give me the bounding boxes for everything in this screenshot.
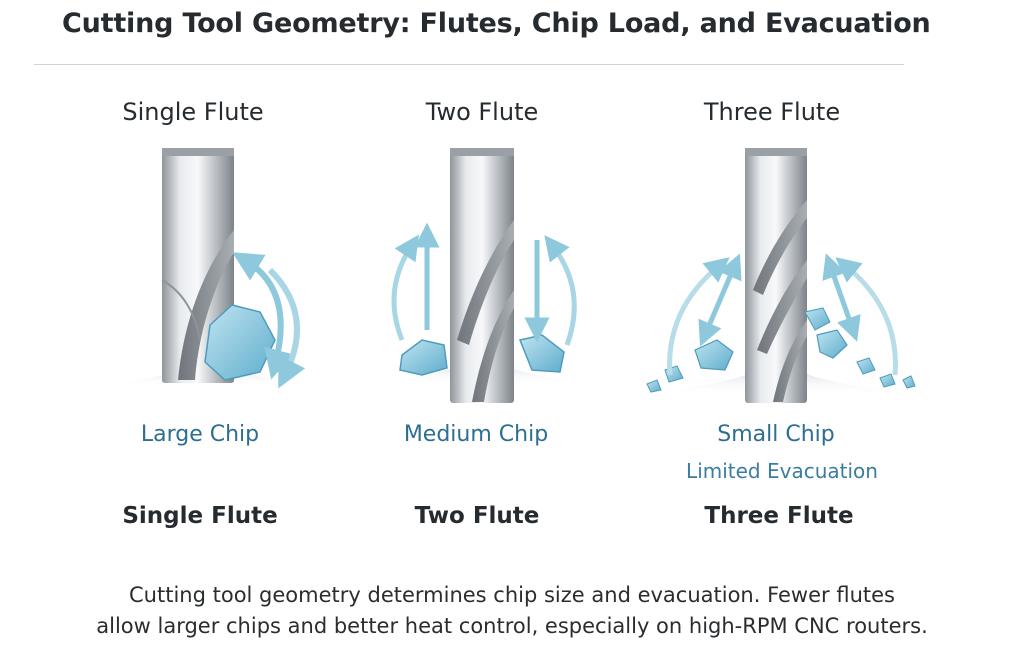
evacuation-arrow (698, 253, 742, 347)
small-chip (902, 375, 916, 389)
three-flute-illustration (645, 148, 916, 403)
small-chip (879, 373, 896, 388)
two-flute-illustration (372, 148, 592, 403)
evacuation-arrow (267, 267, 306, 389)
helix-groove (757, 260, 807, 354)
large-chip-label: Large Chip (140, 422, 260, 447)
panel-single-flute-top-label: Single Flute (122, 98, 264, 126)
helix-groove (753, 200, 807, 295)
evacuation-arrow (822, 253, 861, 342)
medium-chip (399, 339, 448, 376)
small-chip (646, 379, 662, 393)
helix-groove (457, 220, 514, 345)
single-flute-illustration (110, 148, 310, 389)
panel-two-flute-bottom-label: Two Flute (414, 503, 540, 529)
limited-evacuation-label: Limited Evacuation (686, 459, 878, 483)
panel-two-flute-top-label: Two Flute (425, 98, 539, 126)
panel-three-flute-bottom-label: Three Flute (704, 503, 854, 529)
title-divider (34, 64, 904, 65)
evacuation-arrow (667, 257, 730, 376)
helix-groove (472, 290, 514, 402)
medium-chip (518, 334, 565, 373)
panel-three-flute-top-label: Three Flute (703, 98, 841, 126)
small-chip (694, 339, 734, 371)
evacuation-arrow (835, 257, 898, 376)
small-chip (856, 357, 876, 375)
page-title: Cutting Tool Geometry: Flutes, Chip Load… (62, 8, 931, 39)
caption-line-1: Cutting tool geometry determines chip si… (129, 583, 895, 607)
medium-chip-label: Medium Chip (403, 422, 549, 447)
small-chip (816, 329, 848, 359)
three-flute-endmill-body (745, 148, 807, 403)
single-flute-helix-groove (178, 230, 234, 380)
evacuation-arrow (391, 234, 419, 341)
caption-line-2: allow larger chips and better heat contr… (96, 614, 928, 638)
helix-groove (773, 320, 807, 402)
evacuation-arrow (544, 235, 577, 346)
small-chip-label: Small Chip (717, 422, 835, 447)
panel-single-flute-bottom-label: Single Flute (122, 503, 278, 529)
small-chip (804, 307, 831, 331)
caption: Cutting tool geometry determines chip si… (40, 580, 984, 642)
evacuation-arrow (232, 252, 294, 380)
